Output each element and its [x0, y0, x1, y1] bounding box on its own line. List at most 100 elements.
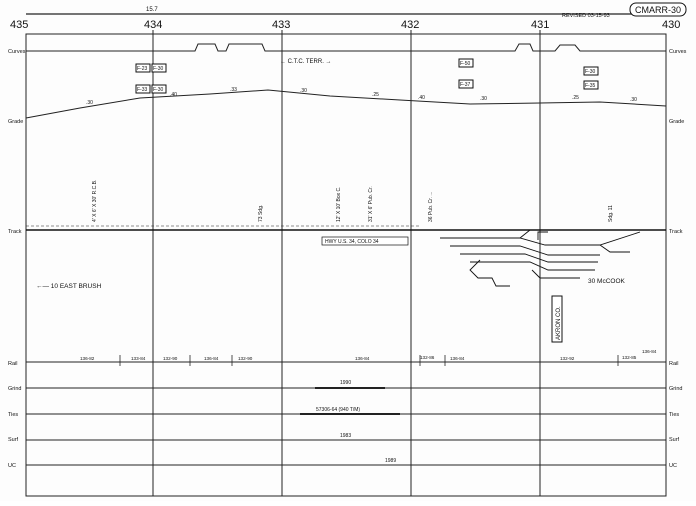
east-brush-label: ←— 10 EAST BRUSH [36, 283, 102, 290]
milepost-435: 435 [10, 19, 28, 31]
akron-label: AKRON CO. [556, 306, 562, 340]
akron-box [551, 295, 563, 343]
curve-box-8 [583, 80, 599, 90]
mccook-yard [440, 229, 641, 287]
highway-crossing-box [321, 236, 409, 246]
rail-ticks [119, 355, 619, 366]
rail-seg-9: 132-92 [560, 356, 575, 361]
label-grade-right: Grade [669, 119, 684, 125]
rail-seg-4: 136-84 [204, 356, 219, 361]
siding-2 [450, 245, 600, 256]
ctc-territory: ← C.T.C. TERR. → [280, 59, 332, 65]
vlabel-6: Sdg. 11 [608, 205, 614, 222]
milepost-434: 434 [144, 19, 162, 31]
grade-values: .30 .40 .33 .30 .25 .40 .30 .25 .30 [86, 87, 637, 106]
label-uc-right: UC [669, 463, 677, 469]
curve-box-6 [458, 79, 474, 89]
vlabel-5: 31' X 6' Pub. Cr. [368, 186, 374, 222]
uc-year: 1989 [385, 458, 396, 464]
grind-year: 1990 [340, 380, 351, 386]
curve-box-5 [458, 58, 474, 68]
rail-seg-11: 136-84 [642, 349, 657, 354]
curves-line [26, 43, 666, 52]
rail-seg-1: 136-82 [80, 356, 95, 361]
rail-labels: 136-82 133-84 132-90 136-84 132-90 136-8… [80, 349, 657, 361]
spur-1 [469, 259, 510, 287]
chart-frame [25, 33, 667, 497]
vlabel-3: 36 Pub. Cr. ... [428, 191, 434, 222]
rail-seg-8: 136-84 [450, 356, 465, 361]
maintenance-rows [26, 387, 666, 466]
label-grind-left: Grind [8, 386, 21, 392]
label-surf-left: Surf [8, 437, 19, 443]
maintenance-labels: 1990 57306-64 (940 T/M) 1983 1989 [316, 380, 396, 464]
grade-value-1: .30 [86, 100, 93, 106]
label-uc-left: UC [8, 463, 16, 469]
rail-seg-10: 132-85 [622, 355, 637, 360]
vlabel-4: 73 Sdg. [258, 205, 264, 222]
surf-year: 1983 [340, 433, 351, 439]
revised-date: REVISED 03-15-93 [562, 13, 610, 19]
grade-value-7: .30 [480, 96, 487, 102]
curve-box-8-text: F-35 [585, 83, 596, 89]
curve-box-1 [135, 63, 151, 73]
curve-box-1-text: F-23 [137, 66, 148, 72]
rail-seg-5: 132-90 [238, 356, 253, 361]
siding-5 [531, 269, 580, 279]
curve-box-3-text: F-33 [137, 87, 148, 93]
label-grade-left: Grade [8, 119, 23, 125]
milepost-lines [152, 30, 541, 496]
label-grind-right: Grind [669, 386, 682, 392]
ties-info: 57306-64 (940 T/M) [316, 407, 360, 413]
curve-box-6-text: F-37 [460, 82, 471, 88]
vertical-structure-labels: 4' X 6' X 30' R.C.B. 12' X 10' Box C. 36… [92, 180, 614, 222]
label-ties-right: Ties [669, 412, 679, 418]
sheet-id: CMARR-30 [635, 5, 681, 15]
curve-box-2 [151, 63, 167, 73]
grade-value-5: .25 [372, 92, 379, 98]
label-track-right: Track [669, 229, 683, 235]
milepost-431: 431 [531, 19, 549, 31]
grade-profile [25, 89, 667, 119]
right-row-labels: Curves Grade Track Rail Grind Ties Surf … [669, 49, 687, 469]
left-row-labels: Curves Grade Track Rail Grind Ties Surf … [8, 49, 26, 469]
siding-4 [470, 261, 595, 271]
milepost-433: 433 [272, 19, 290, 31]
switch-1 [519, 229, 531, 239]
curve-box-4-text: F-30 [153, 87, 164, 93]
label-ties-left: Ties [8, 412, 18, 418]
siding-6 [599, 244, 630, 253]
grade-value-6: .40 [418, 95, 425, 101]
siding-1 [440, 231, 641, 246]
label-track-left: Track [8, 229, 22, 235]
rail-seg-6: 136-84 [355, 356, 370, 361]
curve-box-3 [135, 84, 151, 94]
top-mark: 15.7 [146, 7, 158, 13]
grade-value-4: .30 [300, 88, 307, 94]
vlabel-2: 12' X 10' Box C. [336, 186, 342, 222]
rail-seg-2: 133-84 [131, 356, 146, 361]
grade-value-8: .25 [572, 95, 579, 101]
curve-box-2-text: F-30 [153, 66, 164, 72]
milepost-430: 430 [662, 19, 680, 31]
label-rail-right: Rail [669, 361, 678, 367]
label-surf-right: Surf [669, 437, 680, 443]
highway-label: HWY U.S. 34, COLO 34 [325, 239, 379, 245]
grade-value-2: .40 [170, 92, 177, 98]
label-curves-left: Curves [8, 49, 26, 55]
mccook-label: 30 McCOOK [588, 278, 626, 285]
milepost-432: 432 [401, 19, 419, 31]
grade-value-3: .33 [230, 87, 237, 93]
rail-seg-7: 132-86 [420, 355, 435, 360]
grade-value-9: .30 [630, 97, 637, 103]
rail-seg-3: 132-90 [163, 356, 178, 361]
sheet-id-badge [629, 2, 687, 17]
siding-3 [460, 253, 598, 263]
curve-box-7-text: F-30 [585, 69, 596, 75]
label-rail-left: Rail [8, 361, 17, 367]
label-curves-right: Curves [669, 49, 687, 55]
curve-box-7 [583, 66, 599, 76]
vlabel-1: 4' X 6' X 30' R.C.B. [92, 180, 98, 222]
